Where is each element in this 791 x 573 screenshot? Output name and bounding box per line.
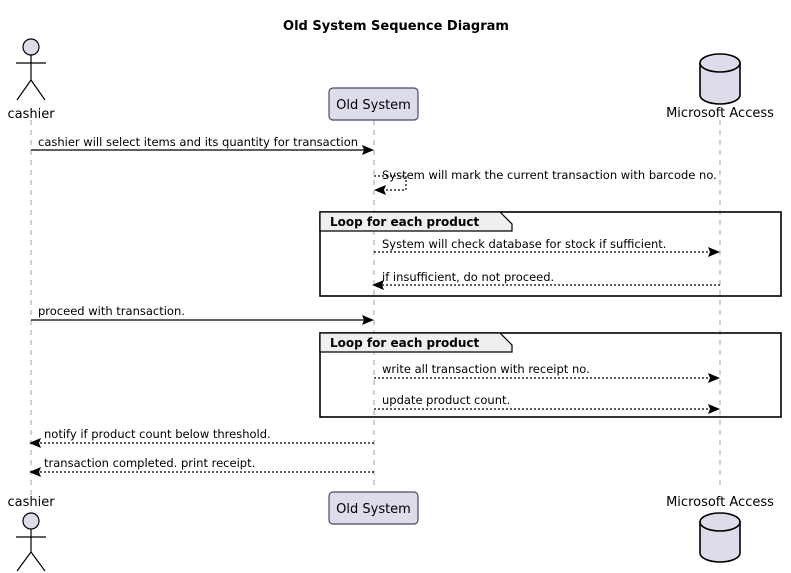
- participant-ms-access-bottom[interactable]: Microsoft Access: [666, 495, 774, 563]
- message-arrowhead-m4: [372, 280, 384, 290]
- diagram-title: Old System Sequence Diagram: [283, 19, 509, 34]
- message-line-m2: [374, 175, 407, 191]
- message-label-m1: cashier will select items and its quanti…: [38, 135, 358, 149]
- fragment-label-loop-2: Loop for each product: [330, 336, 480, 350]
- message-m9[interactable]: transaction completed. print receipt.: [29, 456, 374, 477]
- participant-cashier-top[interactable]: cashier: [7, 38, 55, 122]
- actor-left-leg-icon-bottom: [16, 551, 32, 572]
- message-label-m9: transaction completed. print receipt.: [44, 456, 255, 470]
- participant-box-old-system-top: [328, 87, 419, 121]
- message-arrowhead-m6: [708, 373, 720, 383]
- message-m6[interactable]: write all transaction with receipt no.: [374, 362, 720, 383]
- message-arrowhead-m3: [708, 247, 720, 257]
- participant-cashier-bottom[interactable]: cashier: [7, 495, 55, 572]
- message-arrowhead-m9: [29, 467, 41, 477]
- database-top-icon: [699, 53, 741, 73]
- message-m8[interactable]: notify if product count below threshold.: [29, 427, 374, 448]
- participant-old-system-top[interactable]: Old System: [328, 87, 419, 121]
- message-label-m6: write all transaction with receipt no.: [382, 362, 590, 376]
- database-body-icon-bottom: [699, 521, 741, 563]
- message-arrowhead-m2: [374, 185, 386, 195]
- message-arrowhead-m8: [29, 438, 41, 448]
- message-label-m4: if insufficient, do not proceed.: [382, 270, 554, 284]
- message-m3[interactable]: System will check database for stock if …: [374, 237, 720, 257]
- fragment-tab-loop-1: [319, 211, 513, 232]
- participant-label-old-system-bottom: Old System: [336, 502, 411, 517]
- actor-left-leg-icon: [16, 79, 32, 101]
- fragment-frame-loop-1: [319, 211, 782, 297]
- message-label-m8: notify if product count below threshold.: [44, 427, 271, 441]
- database-top-icon-bottom: [699, 512, 741, 532]
- message-label-m5: proceed with transaction.: [38, 304, 185, 318]
- database-body-icon: [699, 62, 741, 105]
- message-label-m2: System will mark the current transaction…: [382, 168, 717, 182]
- message-m4[interactable]: if insufficient, do not proceed.: [372, 270, 720, 290]
- message-label-m3: System will check database for stock if …: [382, 237, 666, 251]
- participant-label-cashier-bottom: cashier: [7, 495, 55, 510]
- actor-head-icon: [22, 38, 40, 56]
- fragment-loop-1: Loop for each product: [319, 211, 782, 297]
- message-m1[interactable]: cashier will select items and its quanti…: [31, 135, 374, 155]
- participant-label-cashier-top: cashier: [7, 107, 55, 122]
- message-label-m7: update product count.: [382, 393, 510, 407]
- fragment-label-loop-1: Loop for each product: [330, 215, 480, 229]
- fragment-frame-loop-2: [319, 332, 782, 418]
- message-m7[interactable]: update product count.: [374, 393, 720, 414]
- participant-ms-access-top[interactable]: Microsoft Access: [666, 53, 774, 121]
- actor-head-icon-bottom: [22, 512, 40, 530]
- participant-label-ms-access-bottom: Microsoft Access: [666, 495, 774, 510]
- message-arrowhead-m5: [362, 315, 374, 325]
- participant-label-ms-access-top: Microsoft Access: [666, 106, 774, 121]
- participant-label-old-system-top: Old System: [336, 98, 411, 113]
- participant-old-system-bottom[interactable]: Old System: [328, 491, 419, 525]
- actor-right-leg-icon: [30, 79, 46, 101]
- fragment-tab-loop-2: [319, 332, 513, 353]
- message-arrowhead-m1: [362, 145, 374, 155]
- message-arrowhead-m7: [708, 404, 720, 414]
- actor-right-leg-icon-bottom: [30, 551, 46, 572]
- message-m2[interactable]: System will mark the current transaction…: [374, 168, 717, 195]
- fragment-loop-2: Loop for each product: [319, 332, 782, 418]
- message-m5[interactable]: proceed with transaction.: [31, 304, 374, 325]
- participant-box-old-system-bottom: [328, 491, 419, 525]
